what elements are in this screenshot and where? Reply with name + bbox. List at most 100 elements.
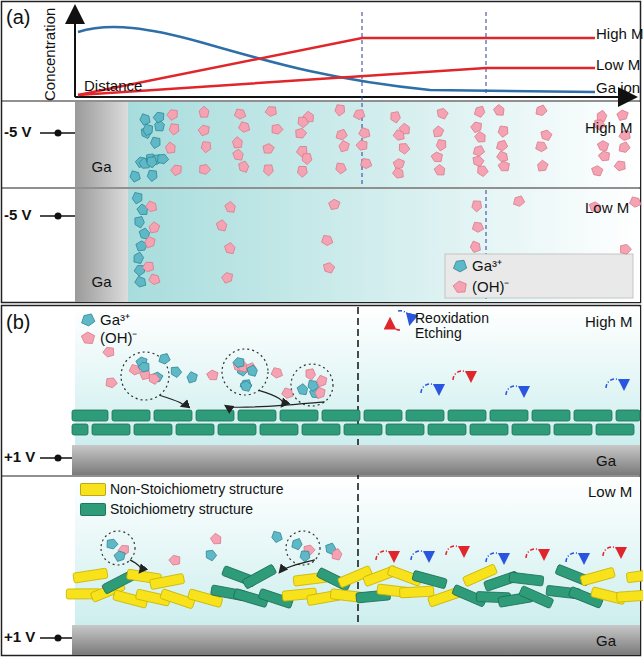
ga-ion: [297, 384, 308, 395]
panel-label: High M: [585, 314, 633, 331]
hydroxide-ion: [497, 151, 508, 162]
legend-swatch: [80, 483, 106, 496]
hydroxide-ion: [233, 137, 243, 148]
hydroxide-ion: [472, 201, 482, 212]
ga-electrode: Ga: [75, 189, 128, 302]
ga-ion: [140, 114, 150, 125]
hydroxide-ion: [335, 105, 345, 116]
reoxidation-etching-arrow: [446, 546, 464, 555]
hydroxide-ion: [470, 241, 480, 252]
deposition-arrow: [280, 560, 315, 572]
etching-arrow: [398, 311, 410, 323]
ion-cluster-ring: [291, 364, 333, 406]
reoxidation-etching-arrow: [506, 386, 524, 395]
hydroxide-ion: [336, 163, 347, 174]
legend-text: Reoxidation Etching: [415, 311, 495, 342]
hydroxide-ion: [597, 141, 608, 151]
stoichiometry-block: [218, 424, 256, 435]
curve-label: Ga ion: [596, 80, 640, 97]
ga-ion: [137, 204, 148, 215]
hydroxide-ion: [169, 555, 180, 565]
ga-ion: [135, 276, 146, 287]
hydroxide-ion: [201, 142, 211, 153]
stoichiometry-block: [428, 424, 466, 435]
hydroxide-ion: [265, 107, 276, 117]
hydroxide-ion: [296, 128, 307, 138]
ga-ion: [132, 193, 142, 204]
reoxidation-etching-arrow: [376, 551, 394, 560]
ga-ion: [147, 170, 157, 181]
stoichiometry-block: [512, 424, 550, 435]
hydroxide-ion: [272, 124, 283, 134]
hydroxide-ion: [393, 130, 404, 141]
hydroxide-ion: [436, 140, 446, 151]
hydroxide-ion: [473, 146, 484, 156]
hydroxide-ion: [103, 347, 114, 357]
ga-ion: [135, 217, 145, 228]
hydroxide-ion: [298, 166, 308, 177]
legend-hydroxide-ion: [81, 332, 94, 343]
ga-ion: [107, 539, 118, 549]
ga-ion: [292, 539, 302, 550]
hydroxide-ion: [149, 374, 160, 385]
ga-ion: [159, 354, 170, 364]
reoxidation-arrow: [390, 320, 400, 330]
hydroxide-ion: [494, 105, 505, 116]
ga-electrode: Ga: [72, 445, 640, 475]
non-stoichiometry-block: [399, 586, 433, 598]
non-stoichiometry-block: [626, 568, 643, 583]
hydroxide-ion: [536, 142, 547, 152]
hydroxide-ion: [145, 237, 155, 248]
electrode-label: Ga: [596, 452, 616, 469]
hydroxide-ion: [474, 106, 484, 117]
hydroxide-ion: [472, 222, 483, 232]
legend-hydroxide-ion: [453, 281, 466, 292]
panel-label: High M: [585, 120, 633, 137]
stoichiometry-block: [406, 410, 444, 421]
ga-electrode: Ga: [75, 102, 128, 187]
hydroxide-ion: [167, 110, 178, 121]
hydroxide-ion: [630, 197, 641, 207]
hydroxide-ion: [317, 375, 327, 386]
stoichiometry-block: [490, 410, 528, 421]
ga-ion: [134, 252, 144, 263]
legend-text: Ga³⁺: [472, 258, 502, 275]
stoichiometry-block: [386, 424, 424, 435]
stoichiometry-block: [322, 410, 360, 421]
hydroxide-ion: [393, 168, 404, 179]
axis-title: Distance: [84, 78, 142, 95]
electrode-label: Ga: [91, 273, 111, 290]
hydroxide-ion: [619, 142, 630, 153]
ga-ion: [240, 381, 251, 391]
ga-ion: [153, 112, 164, 123]
legend-text: Non-Stoichiometry structure: [110, 482, 284, 497]
ga-ion: [143, 124, 153, 135]
hydroxide-ion: [329, 199, 340, 209]
legend-ga-ion: [82, 314, 95, 326]
stoichiometry-block: [344, 424, 382, 435]
hydroxide-ion: [282, 388, 293, 398]
hydroxide-ion: [271, 368, 282, 378]
ga-ion: [147, 157, 157, 168]
legend-text: Ga³⁺: [100, 312, 130, 329]
stoichiometry-block: [574, 410, 612, 421]
ga-ion: [138, 362, 149, 372]
hydroxide-ion: [264, 165, 274, 176]
legend-ga-ion: [453, 260, 466, 272]
hydroxide-ion: [538, 160, 549, 171]
hydroxide-ion: [393, 159, 404, 169]
stoichiometry-block: [242, 564, 277, 589]
deposition-arrow: [226, 402, 325, 408]
hydroxide-ion: [434, 165, 445, 176]
non-stoichiometry-block: [149, 573, 184, 589]
hydroxide-ion: [263, 144, 274, 154]
hydroxide-ion: [207, 370, 218, 380]
hydroxide-ion: [302, 154, 312, 165]
hydroxide-ion: [541, 130, 552, 140]
hydroxide-ion: [210, 533, 220, 544]
voltage-label: -5 V: [4, 207, 32, 224]
reoxidation-etching-arrow: [411, 551, 429, 560]
reoxidation-etching-arrow: [486, 553, 504, 562]
stoichiometry-block: [280, 410, 318, 421]
